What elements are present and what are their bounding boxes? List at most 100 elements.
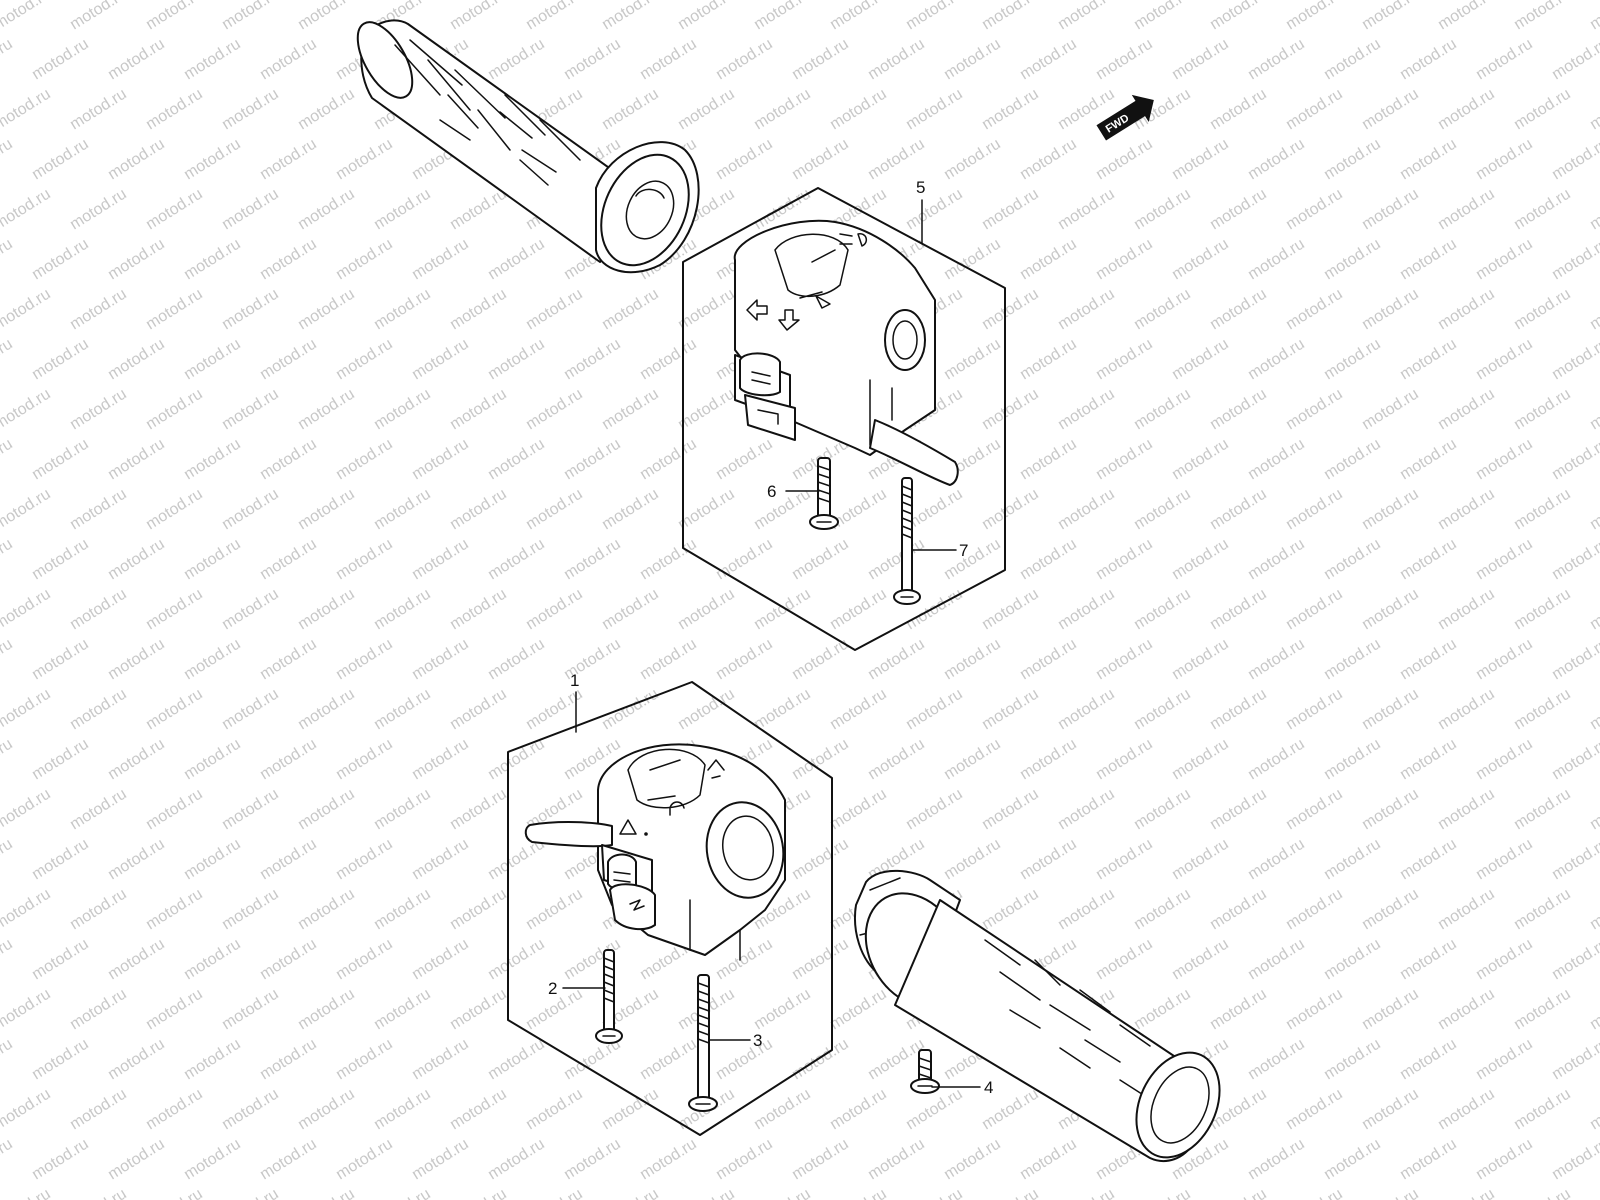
- watermark-text: motod.ru: [0, 336, 16, 384]
- watermark-text: motod.ru: [219, 1086, 282, 1134]
- watermark-text: motod.ru: [29, 336, 92, 384]
- watermark-text: motod.ru: [1511, 1186, 1574, 1200]
- watermark-text: motod.ru: [29, 36, 92, 84]
- watermark-text: motod.ru: [1321, 436, 1384, 484]
- watermark-text: motod.ru: [0, 686, 54, 734]
- watermark-text: motod.ru: [523, 1186, 586, 1200]
- watermark-text: motod.ru: [523, 386, 586, 434]
- watermark-text: motod.ru: [257, 936, 320, 984]
- watermark-text: motod.ru: [637, 436, 700, 484]
- watermark-text: motod.ru: [1131, 0, 1194, 33]
- watermark-text: motod.ru: [143, 186, 206, 234]
- watermark-text: motod.ru: [1587, 986, 1600, 1034]
- watermark-text: motod.ru: [257, 36, 320, 84]
- watermark-text: motod.ru: [1473, 936, 1536, 984]
- watermark-text: motod.ru: [979, 0, 1042, 33]
- watermark-text: motod.ru: [295, 1186, 358, 1200]
- watermark-text: motod.ru: [257, 136, 320, 184]
- watermark-text: motod.ru: [1245, 836, 1308, 884]
- watermark-text: motod.ru: [827, 986, 890, 1034]
- watermark-text: motod.ru: [1397, 836, 1460, 884]
- watermark-text: motod.ru: [105, 536, 168, 584]
- watermark-text: motod.ru: [143, 886, 206, 934]
- watermark-text: motod.ru: [903, 1186, 966, 1200]
- watermark-text: motod.ru: [979, 386, 1042, 434]
- watermark-text: motod.ru: [1549, 836, 1600, 884]
- watermark-text: motod.ru: [1169, 236, 1232, 284]
- watermark-text: motod.ru: [1435, 186, 1498, 234]
- watermark-text: motod.ru: [1511, 786, 1574, 834]
- watermark-text: motod.ru: [1587, 686, 1600, 734]
- watermark-text: motod.ru: [751, 986, 814, 1034]
- watermark-text: motod.ru: [333, 236, 396, 284]
- watermark-text: motod.ru: [751, 1086, 814, 1134]
- watermark-text: motod.ru: [1397, 136, 1460, 184]
- watermark-text: motod.ru: [29, 436, 92, 484]
- watermark-text: motod.ru: [485, 36, 548, 84]
- watermark-text: motod.ru: [0, 1036, 16, 1084]
- watermark-text: motod.ru: [1207, 586, 1270, 634]
- watermark-text: motod.ru: [599, 286, 662, 334]
- watermark-text: motod.ru: [1131, 1186, 1194, 1200]
- callout-7: 7: [959, 541, 968, 560]
- watermark-text: motod.ru: [0, 1136, 16, 1184]
- watermark-text: motod.ru: [371, 786, 434, 834]
- watermark-text: motod.ru: [1169, 336, 1232, 384]
- watermark-text: motod.ru: [1435, 1086, 1498, 1134]
- watermark-text: motod.ru: [1511, 386, 1574, 434]
- watermark-text: motod.ru: [751, 686, 814, 734]
- watermark-text: motod.ru: [1359, 886, 1422, 934]
- watermark-text: motod.ru: [1511, 486, 1574, 534]
- watermark-text: motod.ru: [29, 936, 92, 984]
- watermark-text: motod.ru: [865, 636, 928, 684]
- assembly-1-outline: [507, 681, 833, 1136]
- watermark-text: motod.ru: [143, 286, 206, 334]
- watermark-text: motod.ru: [789, 1136, 852, 1184]
- watermark-text: motod.ru: [105, 1136, 168, 1184]
- watermark-text: motod.ru: [1093, 536, 1156, 584]
- watermark-text: motod.ru: [1359, 486, 1422, 534]
- watermark-text: motod.ru: [713, 1136, 776, 1184]
- watermark-text: motod.ru: [447, 686, 510, 734]
- watermark-text: motod.ru: [1549, 136, 1600, 184]
- watermark-text: motod.ru: [29, 636, 92, 684]
- watermark-text: motod.ru: [67, 186, 130, 234]
- watermark-text: motod.ru: [181, 136, 244, 184]
- watermark-text: motod.ru: [0, 136, 16, 184]
- watermark-text: motod.ru: [295, 86, 358, 134]
- watermark-text: motod.ru: [1017, 336, 1080, 384]
- watermark-text: motod.ru: [1587, 286, 1600, 334]
- watermark-text: motod.ru: [1397, 736, 1460, 784]
- watermark-text: motod.ru: [333, 836, 396, 884]
- watermark-text: motod.ru: [1397, 536, 1460, 584]
- watermark-text: motod.ru: [143, 1186, 206, 1200]
- watermark-text: motod.ru: [1435, 486, 1498, 534]
- watermark-text: motod.ru: [143, 0, 206, 33]
- watermark-text: motod.ru: [1055, 0, 1118, 33]
- watermark-text: motod.ru: [67, 486, 130, 534]
- watermark-text: motod.ru: [333, 1136, 396, 1184]
- watermark-text: motod.ru: [295, 286, 358, 334]
- watermark-text: motod.ru: [979, 686, 1042, 734]
- watermark-text: motod.ru: [1017, 636, 1080, 684]
- watermark-text: motod.ru: [1549, 436, 1600, 484]
- watermark-text: motod.ru: [409, 1136, 472, 1184]
- watermark-text: motod.ru: [1511, 186, 1574, 234]
- watermark-text: motod.ru: [713, 536, 776, 584]
- watermark-text: motod.ru: [675, 386, 738, 434]
- watermark-text: motod.ru: [371, 486, 434, 534]
- watermark-text: motod.ru: [1397, 936, 1460, 984]
- watermark-text: motod.ru: [29, 536, 92, 584]
- watermark-text: motod.ru: [333, 336, 396, 384]
- watermark-text: motod.ru: [29, 236, 92, 284]
- watermark-text: motod.ru: [1245, 36, 1308, 84]
- watermark-text: motod.ru: [1283, 86, 1346, 134]
- watermark-text: motod.ru: [1511, 986, 1574, 1034]
- watermark-text: motod.ru: [903, 1086, 966, 1134]
- watermark-text: motod.ru: [1473, 736, 1536, 784]
- watermark-text: motod.ru: [333, 1036, 396, 1084]
- watermark-text: motod.ru: [1511, 686, 1574, 734]
- watermark-text: motod.ru: [1549, 336, 1600, 384]
- watermark-text: motod.ru: [1017, 836, 1080, 884]
- watermark-text: motod.ru: [1169, 636, 1232, 684]
